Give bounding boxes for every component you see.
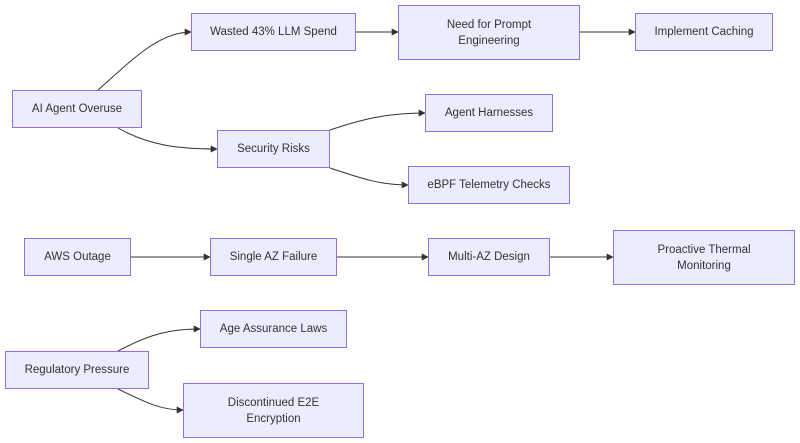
node-age-assurance: Age Assurance Laws — [200, 310, 347, 348]
node-prompt-engineering: Need for Prompt Engineering — [398, 5, 580, 60]
node-discontinued-e2e: Discontinued E2E Encryption — [183, 383, 364, 438]
node-wasted-llm-spend: Wasted 43% LLM Spend — [191, 13, 356, 51]
node-security-risks: Security Risks — [217, 130, 330, 168]
edge-ai-to-wasted — [97, 28, 192, 91]
node-agent-harnesses: Agent Harnesses — [425, 94, 553, 132]
node-regulatory-pressure: Regulatory Pressure — [5, 351, 149, 389]
node-thermal-monitoring: Proactive Thermal Monitoring — [613, 230, 795, 285]
edge-security-to-harness — [329, 109, 426, 131]
node-aws-outage: AWS Outage — [24, 238, 131, 276]
edge-regulatory-to-e2e — [117, 388, 184, 414]
node-multi-az-design: Multi-AZ Design — [428, 238, 550, 276]
node-ai-agent-overuse: AI Agent Overuse — [12, 90, 142, 128]
edge-regulatory-to-age — [117, 325, 201, 352]
node-implement-caching: Implement Caching — [635, 13, 773, 51]
node-single-az-failure: Single AZ Failure — [210, 238, 337, 276]
edge-ai-to-security — [117, 127, 218, 153]
edge-security-to-ebpf — [329, 167, 409, 189]
node-ebpf-telemetry: eBPF Telemetry Checks — [408, 166, 570, 204]
